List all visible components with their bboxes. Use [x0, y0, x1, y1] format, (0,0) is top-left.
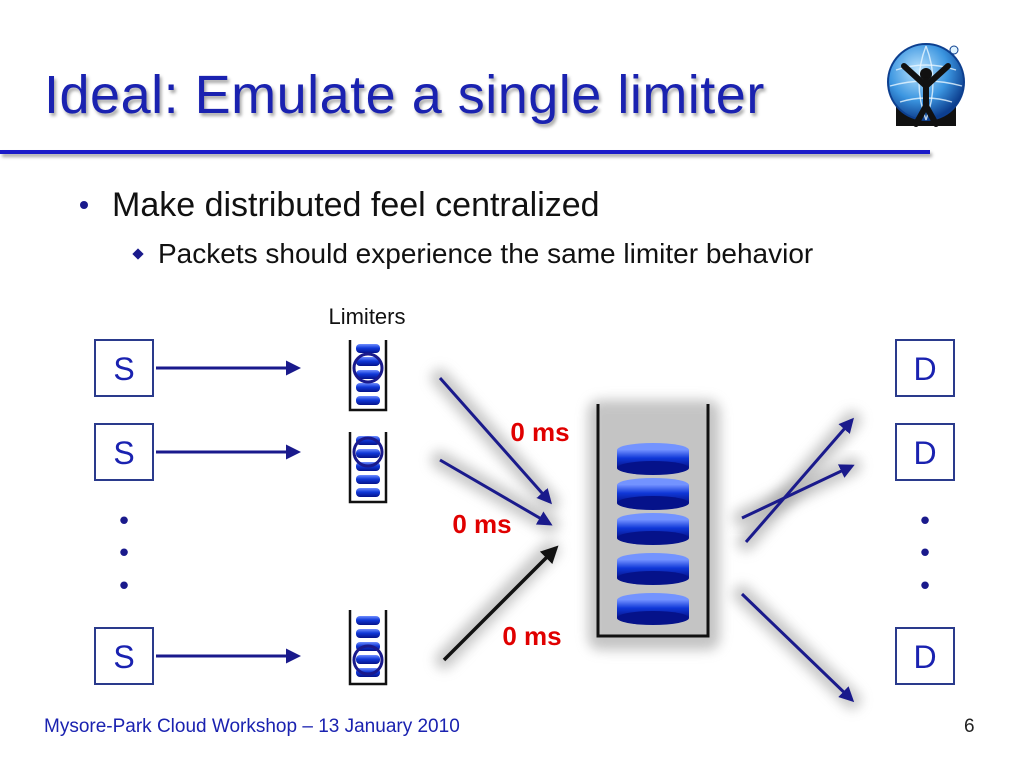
limiter-to-queue-arrow: [439, 458, 553, 526]
bullet-dot-icon: [80, 201, 88, 210]
local-limiter: [348, 432, 388, 504]
bullet-text: Make distributed feel centralized: [112, 186, 600, 224]
source-label: S: [113, 351, 134, 387]
packet: [617, 593, 689, 625]
queue-to-dest-arrow: [740, 592, 855, 703]
delay-label: 0 ms: [452, 509, 511, 539]
sub-bullet-text: Packets should experience the same limit…: [158, 238, 814, 269]
page-number: 6: [964, 716, 975, 737]
source-box: S: [94, 339, 154, 397]
sub-bullet-item: Packets should experience the same limit…: [132, 238, 814, 270]
person-globe-logo-icon: [887, 43, 965, 127]
ellipsis-dot: •: [917, 572, 932, 602]
dest-box: D: [895, 339, 955, 397]
dest-label: D: [913, 351, 936, 387]
delay-label: 0 ms: [510, 417, 569, 447]
bullet-item: Make distributed feel centralized: [80, 186, 600, 225]
limiter-to-queue-arrow: [438, 377, 552, 505]
title-underline: [0, 150, 930, 154]
dest-box: D: [895, 423, 955, 481]
ellipsis-dot: •: [116, 539, 131, 569]
packet: [617, 553, 689, 585]
queue-to-dest-arrow: [741, 464, 855, 520]
central-limiter-queue: [588, 400, 720, 650]
limiter-to-queue-arrow: [442, 545, 559, 662]
local-limiter: [348, 340, 388, 412]
footer-date: – 13 January 2010: [297, 716, 460, 737]
ellipsis-dot: •: [917, 539, 932, 569]
ellipsis-dot: •: [917, 507, 932, 537]
limiters-label: Limiters: [328, 304, 405, 329]
source-label: S: [113, 639, 134, 675]
source-box: S: [94, 627, 154, 685]
packet: [617, 478, 689, 510]
source-label: S: [113, 435, 134, 471]
delay-label: 0 ms: [502, 621, 561, 651]
slide-title: Ideal: Emulate a single limiter: [44, 65, 765, 125]
dest-label: D: [913, 435, 936, 471]
ellipsis-dot: •: [116, 572, 131, 602]
footer-venue-name: Mysore-Park Cloud Workshop: [44, 716, 298, 737]
local-limiter: [348, 610, 388, 686]
dest-label: D: [913, 639, 936, 675]
dest-box: D: [895, 627, 955, 685]
packet: [617, 513, 689, 545]
footer-venue: Mysore-Park Cloud Workshop – 13 January …: [44, 716, 460, 738]
packet: [617, 443, 689, 475]
queue-to-dest-arrow: [744, 417, 854, 543]
ellipsis-dot: •: [116, 507, 131, 537]
source-box: S: [94, 423, 154, 481]
